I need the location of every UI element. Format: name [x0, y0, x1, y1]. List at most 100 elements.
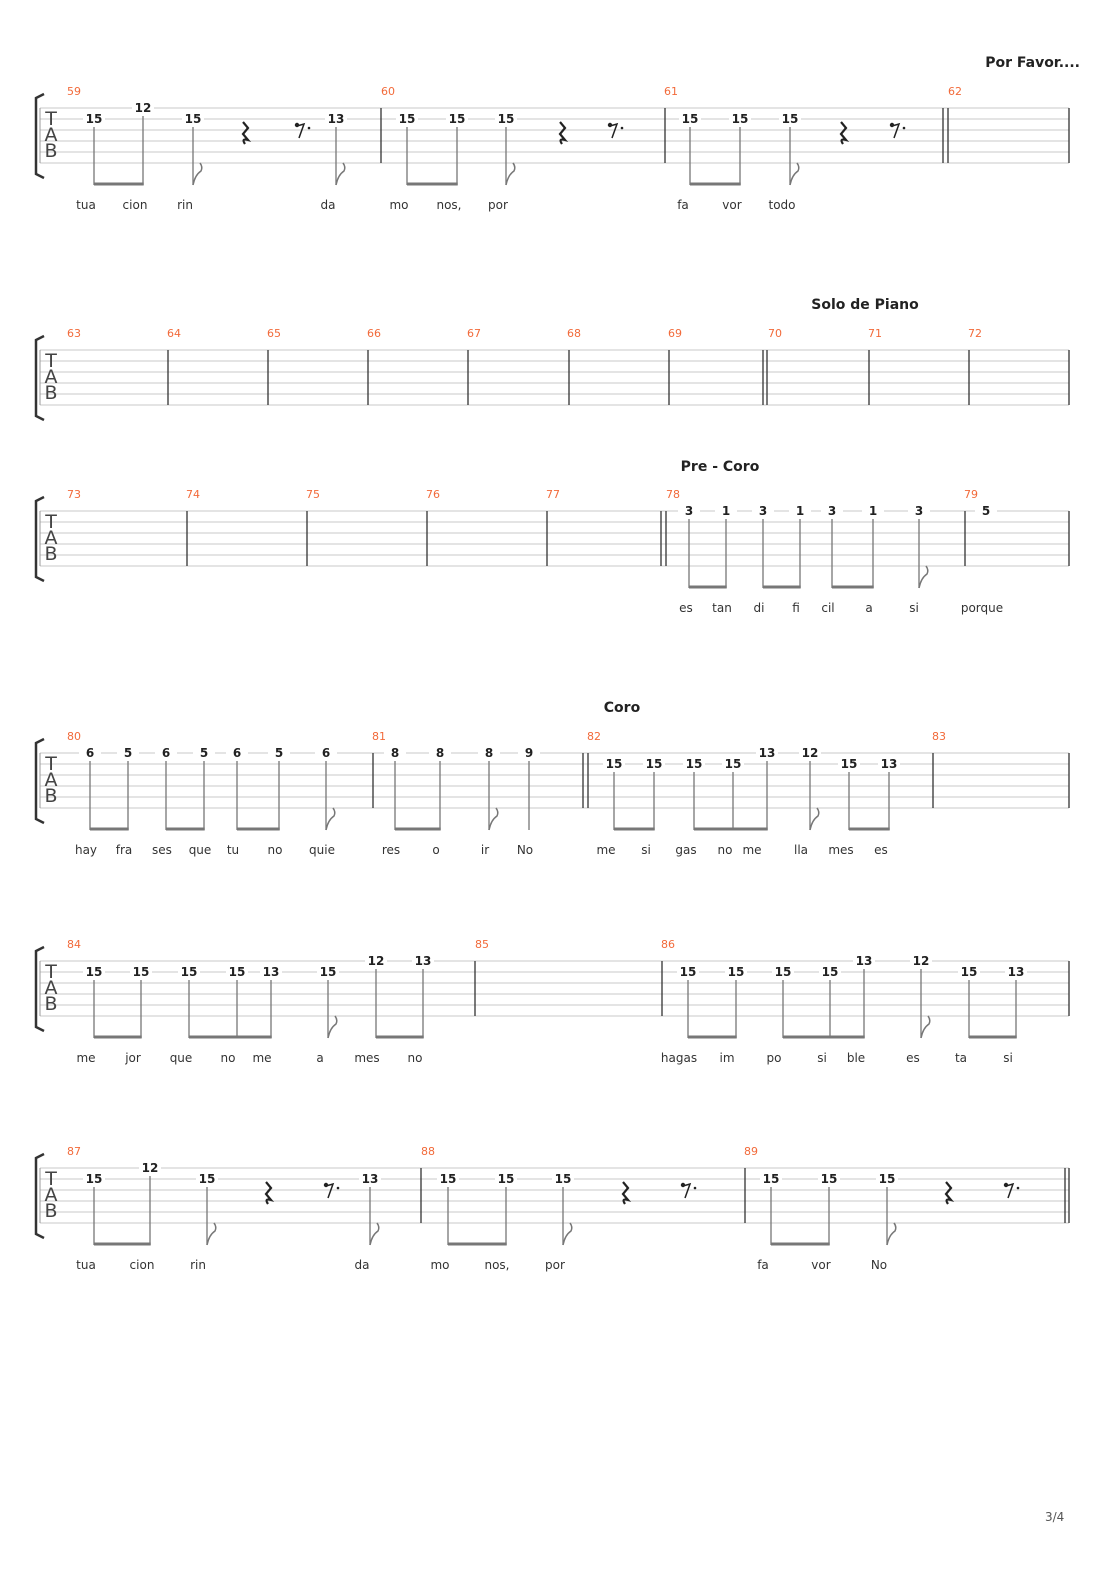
measure-number: 68 — [567, 327, 581, 340]
fret-number: 9 — [525, 746, 533, 760]
tab-clef-letter: A — [45, 1184, 58, 1206]
fret-bg — [365, 955, 387, 967]
lyric-syllable: hagas — [661, 1051, 697, 1065]
fret-number: 13 — [263, 965, 280, 979]
rest-dot — [693, 1186, 697, 1190]
fret-number: 3 — [915, 504, 923, 518]
fret-bg — [315, 747, 337, 759]
tab-clef-letter: T — [44, 108, 57, 130]
fret-bg — [729, 113, 751, 125]
tab-clef-letter: T — [44, 1168, 57, 1190]
lyric-syllable: jor — [124, 1051, 141, 1065]
fret-number: 15 — [841, 757, 858, 771]
lyric-syllable: mes — [354, 1051, 379, 1065]
fret-number: 8 — [391, 746, 399, 760]
lyric-syllable: tua — [76, 198, 96, 212]
fret-number: 6 — [233, 746, 241, 760]
lyric-syllable: fa — [757, 1258, 769, 1272]
fret-bg — [325, 113, 347, 125]
section-label: Solo de Piano — [811, 297, 919, 313]
fret-bg — [643, 758, 665, 770]
measure-number: 79 — [964, 488, 978, 501]
fret-number: 12 — [142, 1161, 159, 1175]
measure-number: 65 — [267, 327, 281, 340]
tab-clef-letter: A — [45, 124, 58, 146]
measure-number: 76 — [426, 488, 440, 501]
lyric-syllable: es — [679, 601, 693, 615]
fret-bg — [603, 758, 625, 770]
fret-number: 12 — [135, 101, 152, 115]
note-flag — [192, 162, 203, 186]
tab-clef-letter: T — [44, 961, 57, 983]
fret-number: 1 — [722, 504, 730, 518]
fret-bg — [359, 1173, 381, 1185]
fret-number: 15 — [199, 1172, 216, 1186]
fret-bg — [260, 966, 282, 978]
measure-number: 80 — [67, 730, 81, 743]
lyric-syllable: es — [874, 843, 888, 857]
fret-number: 15 — [606, 757, 623, 771]
measure-number: 82 — [587, 730, 601, 743]
note-flag — [886, 1222, 897, 1246]
fret-bg — [139, 1162, 161, 1174]
rest-dot — [1016, 1186, 1020, 1190]
fret-number: 13 — [362, 1172, 379, 1186]
note-flag — [325, 807, 336, 831]
system-bracket — [34, 945, 45, 1033]
tab-clef-letter: B — [44, 543, 57, 565]
fret-bg — [958, 966, 980, 978]
fret-number: 12 — [368, 954, 385, 968]
measure-number: 70 — [768, 327, 782, 340]
fret-number: 15 — [86, 965, 103, 979]
page-number: 3/4 — [1045, 1510, 1065, 1524]
fret-number: 12 — [802, 746, 819, 760]
fret-bg — [772, 966, 794, 978]
tab-clef-letter: B — [44, 140, 57, 162]
section-label: Por Favor.... — [985, 55, 1080, 71]
fret-number: 15 — [133, 965, 150, 979]
note-flag — [206, 1222, 217, 1246]
fret-number: 12 — [913, 954, 930, 968]
lyric-syllable: No — [517, 843, 533, 857]
fret-number: 15 — [682, 112, 699, 126]
lyric-syllable: rin — [177, 198, 193, 212]
fret-bg — [878, 758, 900, 770]
lyric-syllable: me — [742, 843, 761, 857]
fret-bg — [478, 747, 500, 759]
lyric-syllable: tan — [712, 601, 732, 615]
system-bracket — [34, 1152, 45, 1240]
system-bracket — [34, 495, 45, 583]
fret-bg — [83, 966, 105, 978]
measure-number: 72 — [968, 327, 982, 340]
measure-number: 61 — [664, 85, 678, 98]
lyric-syllable: res — [382, 843, 400, 857]
lyric-syllable: mo — [389, 198, 408, 212]
fret-bg — [317, 966, 339, 978]
note-flag — [488, 807, 499, 831]
fret-bg — [756, 747, 778, 759]
fret-bg — [821, 505, 843, 517]
fret-number: 3 — [828, 504, 836, 518]
lyric-syllable: me — [596, 843, 615, 857]
fret-bg — [182, 113, 204, 125]
eighth-rest-stem — [609, 122, 619, 139]
lyric-syllable: fa — [677, 198, 689, 212]
fret-number: 5 — [200, 746, 208, 760]
fret-number: 15 — [86, 1172, 103, 1186]
fret-bg — [725, 966, 747, 978]
fret-bg — [412, 955, 434, 967]
measure-number: 75 — [306, 488, 320, 501]
fret-bg — [910, 955, 932, 967]
lyric-syllable: ir — [481, 843, 489, 857]
measure-number: 78 — [666, 488, 680, 501]
note-flag — [369, 1222, 380, 1246]
fret-number: 6 — [86, 746, 94, 760]
fret-number: 15 — [86, 112, 103, 126]
fret-number: 15 — [686, 757, 703, 771]
lyric-syllable: si — [817, 1051, 827, 1065]
rest-dot — [620, 126, 624, 130]
